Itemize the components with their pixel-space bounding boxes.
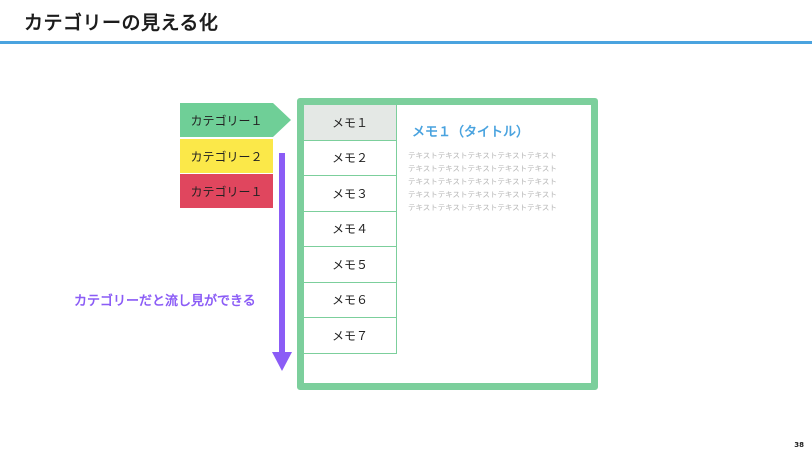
flow-caption: カテゴリーだと流し見ができる (74, 294, 256, 309)
category-tab-2[interactable]: カテゴリー２ (180, 139, 273, 173)
memo-list-item[interactable]: メモ４ (304, 211, 397, 247)
category-tab-1[interactable]: カテゴリー１ (180, 103, 273, 137)
memo-app-frame: メモ１ メモ２ メモ３ メモ４ メモ５ メモ６ メモ７ メモ１（タイトル） テキ… (297, 98, 598, 390)
category-tab-label: カテゴリー１ (190, 113, 263, 128)
slide-title: カテゴリーの見える化 (24, 12, 219, 34)
category-tab-label: カテゴリー２ (190, 149, 263, 164)
memo-list-item[interactable]: メモ７ (304, 318, 397, 354)
memo-list-item[interactable]: メモ１ (304, 105, 397, 141)
category-tab-3[interactable]: カテゴリー１ (180, 174, 273, 208)
memo-list-item[interactable]: メモ３ (304, 176, 397, 212)
title-divider (0, 41, 812, 44)
memo-detail-title: メモ１（タイトル） (412, 125, 530, 140)
memo-list: メモ１ メモ２ メモ３ メモ４ メモ５ メモ６ メモ７ (304, 105, 397, 354)
down-arrow-icon (272, 352, 292, 371)
scroll-flow-arrow-shaft (279, 153, 285, 356)
memo-detail-body: テキストテキストテキストテキストテキスト テキストテキストテキストテキストテキス… (408, 151, 557, 212)
category-tab-label: カテゴリー１ (190, 184, 263, 199)
memo-list-item[interactable]: メモ２ (304, 140, 397, 176)
active-category-pointer (273, 103, 291, 137)
memo-list-item[interactable]: メモ６ (304, 282, 397, 318)
memo-list-item[interactable]: メモ５ (304, 247, 397, 283)
page-number: 38 (794, 441, 804, 449)
